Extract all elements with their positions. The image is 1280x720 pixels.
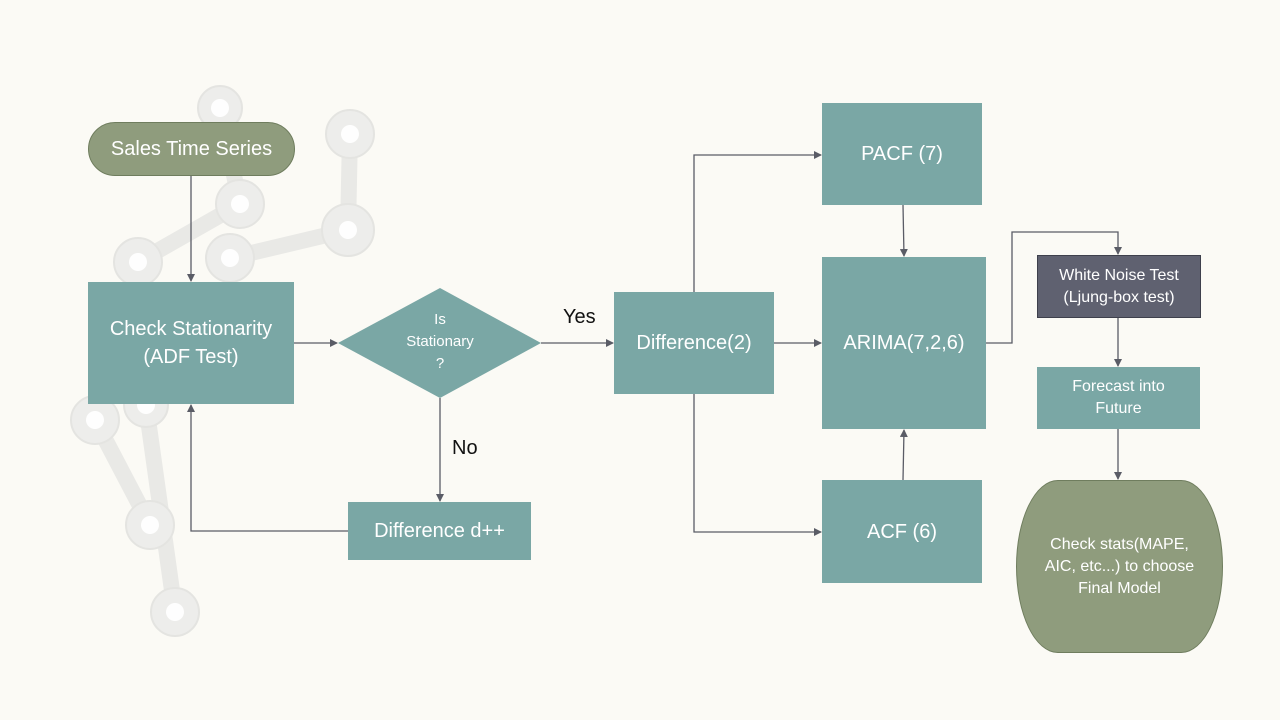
node-sales-time-series-label: Sales Time Series: [110, 138, 273, 160]
node-arima: ARIMA(7,2,6): [822, 257, 986, 429]
node-is-stationary-label: Is Stationary ?: [406, 311, 474, 372]
node-check-stationarity-label: Check Stationarity (ADF Test): [109, 318, 273, 368]
node-white-noise-test-label: White Noise Test (Ljung-box test): [1059, 266, 1179, 306]
edge-label-yes: Yes: [563, 306, 596, 328]
node-pacf: PACF (7): [822, 103, 982, 205]
node-difference-2: Difference(2): [614, 292, 774, 394]
edge-label-no: No: [452, 437, 478, 459]
decorative-molecule-background: [70, 85, 375, 637]
node-acf-label: ACF (6): [867, 520, 937, 543]
edge-difference-to-acf: [693, 394, 822, 536]
node-pacf-label: PACF (7): [861, 143, 943, 165]
edge-difference-dpp-to-check: [187, 404, 348, 532]
node-difference-dpp: Difference d++: [348, 502, 531, 560]
node-acf: ACF (6): [822, 480, 982, 583]
node-difference-dpp-label: Difference d++: [374, 520, 505, 542]
edge-difference-to-pacf: [693, 151, 822, 292]
node-sales-time-series: Sales Time Series: [88, 122, 295, 176]
node-forecast-future: Forecast into Future: [1037, 367, 1200, 429]
node-difference-2-label: Difference(2): [636, 332, 752, 354]
node-check-stats-label: Check stats(MAPE, AIC, etc...) to choose…: [1044, 535, 1195, 597]
edge-pacf-to-arima: [899, 204, 908, 257]
node-white-noise-test: White Noise Test (Ljung-box test): [1037, 255, 1201, 318]
decision-diamond-shape: [338, 288, 541, 398]
node-check-stationarity: Check Stationarity (ADF Test): [88, 282, 294, 404]
node-arima-label: ARIMA(7,2,6): [843, 332, 965, 354]
node-check-stats: Check stats(MAPE, AIC, etc...) to choose…: [1016, 480, 1223, 653]
edge-acf-to-arima: [899, 429, 908, 481]
edge-arima-to-white-noise: [986, 231, 1122, 344]
node-forecast-future-label: Forecast into Future: [1072, 378, 1165, 417]
